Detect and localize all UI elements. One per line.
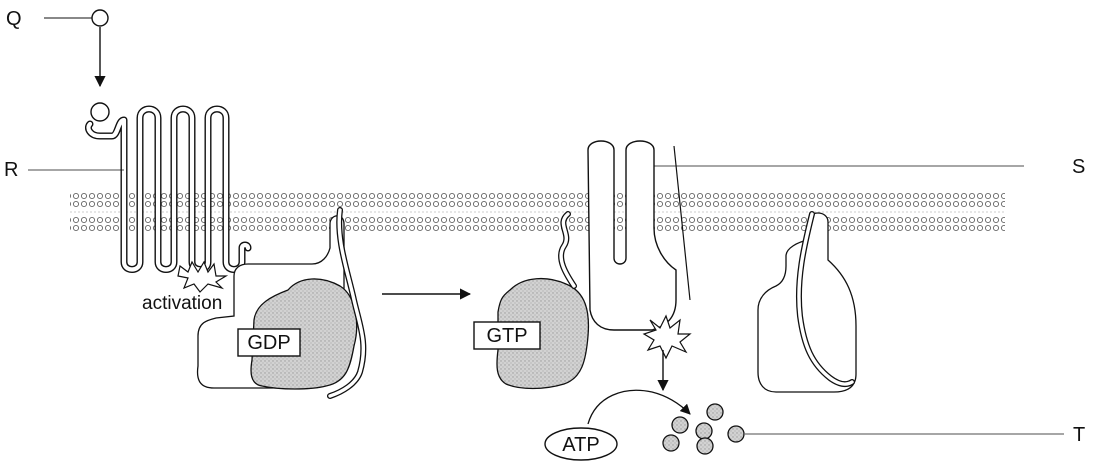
product-molecule bbox=[672, 417, 688, 433]
atp-conversion: ATP bbox=[545, 390, 1064, 460]
label-s: S bbox=[1072, 156, 1085, 178]
label-r: R bbox=[4, 159, 18, 181]
label-t: T bbox=[1073, 424, 1085, 446]
product-molecule bbox=[697, 438, 713, 454]
product-molecule bbox=[696, 423, 712, 439]
gdp-label: GDP bbox=[247, 332, 290, 354]
ligand-circle bbox=[92, 10, 108, 26]
bound-ligand-circle bbox=[91, 103, 109, 121]
atp-label: ATP bbox=[562, 434, 599, 456]
product-molecule bbox=[728, 426, 744, 442]
receptor-activation-burst-icon bbox=[178, 262, 226, 292]
effector-activation-burst-icon bbox=[644, 316, 690, 358]
activation-label: activation bbox=[142, 293, 222, 314]
g-protein-inactive: GDP bbox=[198, 210, 364, 396]
product-molecule bbox=[707, 404, 723, 420]
g-protein-active: GTP bbox=[474, 214, 588, 389]
product-molecule bbox=[663, 435, 679, 451]
label-q: Q bbox=[6, 8, 22, 30]
ligand-q bbox=[44, 10, 109, 121]
gtp-label: GTP bbox=[486, 325, 527, 347]
inactive-effector bbox=[758, 213, 856, 392]
